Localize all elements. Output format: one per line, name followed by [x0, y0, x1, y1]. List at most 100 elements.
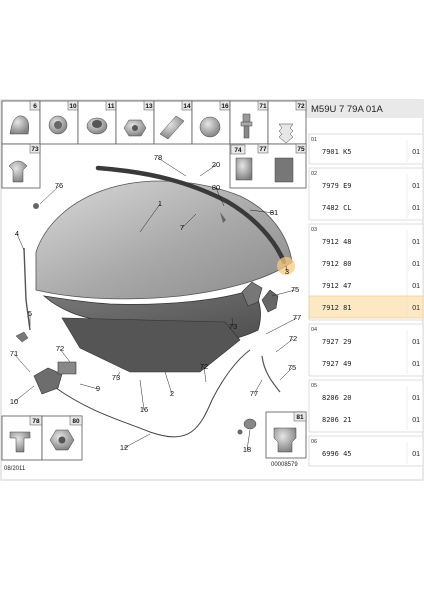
callout-labels: 1234579101216182071727272737375757677777…: [10, 153, 301, 454]
part-box-73[interactable]: 73: [1, 143, 41, 189]
callout-leader: [265, 317, 298, 335]
clip-icon: [9, 115, 29, 135]
callout-c7[interactable]: 7: [180, 223, 184, 232]
section-number: 05: [311, 383, 317, 389]
part-box-74-75-77[interactable]: 77 75 74: [229, 143, 307, 189]
bushing-hole: [92, 120, 102, 128]
callout-c75b[interactable]: 75: [288, 363, 296, 372]
table-section: [308, 133, 424, 165]
callout-c80[interactable]: 80: [212, 183, 220, 192]
section-number: 06: [311, 439, 317, 445]
part-box-13[interactable]: 13: [115, 100, 155, 145]
bolt-icon: [243, 125, 250, 139]
callout-leader: [249, 209, 275, 214]
highlighted-row[interactable]: [308, 295, 424, 319]
part-box-label: 75: [297, 146, 305, 153]
part-reference[interactable]: 6996 45: [322, 450, 352, 458]
callout-c71[interactable]: 71: [10, 349, 18, 358]
callout-leader: [13, 385, 35, 403]
section-number: 02: [311, 171, 317, 177]
callout-c18[interactable]: 18: [243, 445, 251, 454]
callout-c9[interactable]: 9: [96, 384, 100, 393]
callout-leader: [123, 433, 151, 449]
callout-c10[interactable]: 10: [10, 397, 18, 406]
part-reference[interactable]: 7901 K5: [322, 148, 352, 156]
callout-leader: [285, 265, 288, 273]
callout-c77a[interactable]: 77: [293, 313, 301, 322]
part-box-11[interactable]: 11: [77, 100, 117, 145]
part-box-6[interactable]: 6: [1, 100, 41, 145]
part-quantity: 01: [412, 205, 420, 212]
callout-c72c[interactable]: 72: [289, 334, 297, 343]
part-box-label: 81: [296, 414, 304, 421]
part-reference[interactable]: 7912 48: [322, 238, 352, 246]
part-reference[interactable]: 7912 80: [322, 260, 352, 268]
callout-c1[interactable]: 1: [158, 199, 162, 208]
part-box-10[interactable]: 10: [39, 100, 79, 145]
hinge-left[interactable]: [241, 281, 263, 307]
part-reference[interactable]: 7979 E9: [322, 182, 352, 190]
hood-panel[interactable]: [35, 180, 293, 300]
callout-leader: [157, 157, 187, 177]
part-box-14[interactable]: 14: [153, 100, 193, 145]
part-box-71[interactable]: 71: [229, 100, 269, 145]
part-reference[interactable]: 8206 20: [322, 394, 352, 402]
release-cable[interactable]: [55, 349, 251, 438]
part-box-16[interactable]: 16: [191, 100, 231, 145]
callout-c81[interactable]: 81: [270, 208, 278, 217]
callout-c73a[interactable]: 73: [229, 322, 237, 331]
callout-c76[interactable]: 76: [55, 181, 63, 190]
part-box-label: 80: [72, 418, 80, 425]
grommet[interactable]: [243, 418, 257, 430]
hinge-right[interactable]: [261, 289, 279, 313]
safety-catch[interactable]: [57, 361, 77, 375]
callout-c77b[interactable]: 77: [250, 389, 258, 398]
part-box-78[interactable]: 78: [1, 415, 43, 461]
part-reference[interactable]: 7927 29: [322, 338, 352, 346]
part-reference[interactable]: 7482 CL: [322, 204, 352, 212]
part-box-72[interactable]: 72: [267, 100, 307, 145]
callout-leader: [231, 317, 234, 328]
callout-leader: [275, 338, 294, 353]
table-section: [308, 435, 424, 467]
callout-leader: [199, 164, 217, 177]
hinge-rod: [261, 355, 281, 393]
callout-leader: [279, 367, 293, 381]
callout-c20[interactable]: 20: [212, 160, 220, 169]
part-reference[interactable]: 7912 81: [322, 304, 352, 312]
callout-leader: [139, 203, 161, 233]
callout-c75a[interactable]: 75: [291, 285, 299, 294]
part-quantity: 01: [412, 149, 420, 156]
part-quantity: 01: [412, 339, 420, 346]
callout-leader: [215, 187, 225, 207]
callout-c72a[interactable]: 72: [56, 344, 64, 353]
part-box-label: 10: [69, 103, 77, 110]
part-reference[interactable]: 7927 49: [322, 360, 352, 368]
part-quantity: 01: [412, 395, 420, 402]
callout-c78[interactable]: 78: [154, 153, 162, 162]
fastener: [33, 203, 39, 209]
callout-c5[interactable]: 5: [28, 309, 32, 318]
part-box-label: 72: [297, 103, 305, 110]
callout-c73b[interactable]: 73: [112, 373, 120, 382]
callout-c16[interactable]: 16: [140, 405, 148, 414]
part-quantity: 01: [412, 361, 420, 368]
callout-c4[interactable]: 4: [15, 229, 19, 238]
callout-c2[interactable]: 2: [170, 389, 174, 398]
callout-c12[interactable]: 12: [120, 443, 128, 452]
callout-leader: [253, 379, 263, 395]
callout-leader: [13, 353, 31, 373]
part-reference[interactable]: 8206 21: [322, 416, 352, 424]
table-section: [308, 167, 424, 221]
part-box-80[interactable]: 80: [41, 415, 83, 461]
callout-c3[interactable]: 3: [285, 267, 289, 276]
weatherstrip-seal[interactable]: [95, 165, 287, 265]
callout-c72b[interactable]: 72: [200, 362, 208, 371]
part-box-81[interactable]: 81: [265, 411, 307, 459]
hood-latch[interactable]: [33, 367, 63, 395]
prop-rod[interactable]: [23, 247, 31, 331]
latch-clip-icon: [235, 157, 253, 181]
part-box-label: 13: [145, 103, 153, 110]
part-reference[interactable]: 7912 47: [322, 282, 352, 290]
